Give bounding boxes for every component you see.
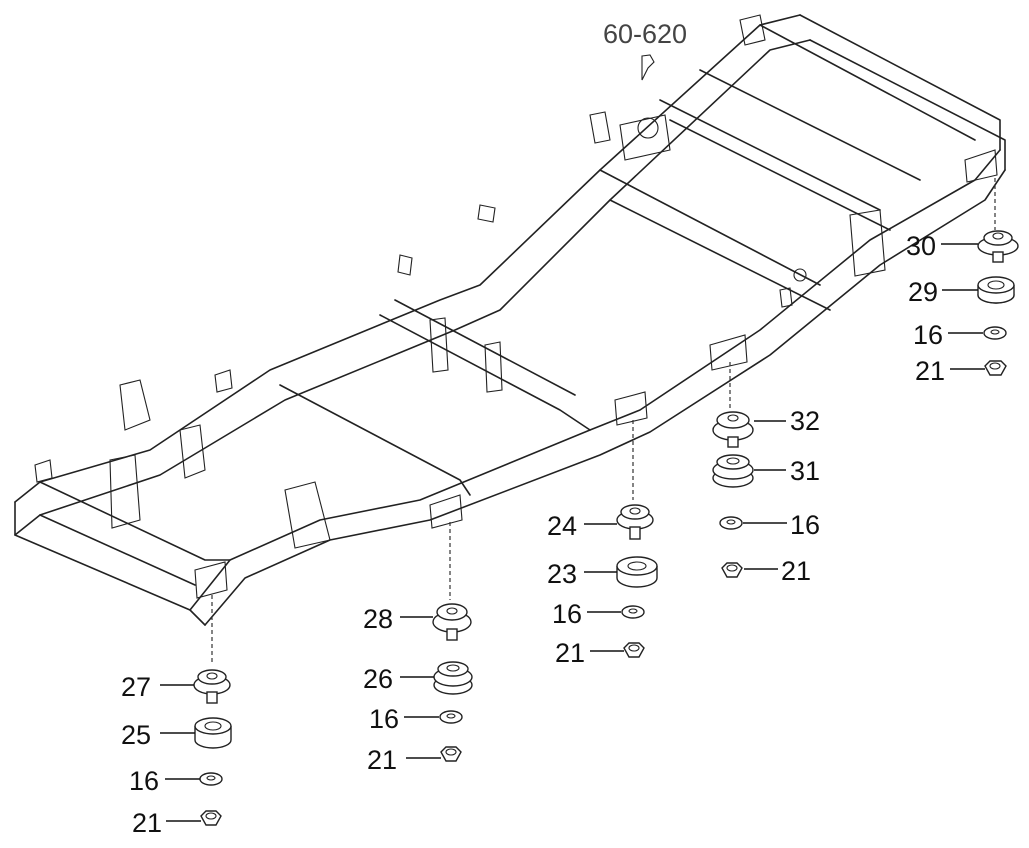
bushing-lower-26 [433, 661, 473, 695]
mount-stack-28: 28 26 16 21 [363, 603, 473, 775]
nut-21-e [200, 810, 222, 826]
callout-21-e: 21 [132, 808, 162, 838]
callout-16-a: 16 [913, 320, 943, 350]
washer-16-b [719, 516, 743, 530]
callout-29: 29 [908, 277, 938, 307]
callout-26: 26 [363, 664, 393, 694]
callout-31: 31 [790, 456, 820, 486]
washer-16-a [983, 326, 1007, 340]
callout-16-d: 16 [369, 704, 399, 734]
callout-16-e: 16 [129, 766, 159, 796]
bushing-upper-28 [432, 603, 472, 641]
callout-28: 28 [363, 604, 393, 634]
callout-21-d: 21 [367, 745, 397, 775]
callout-30: 30 [906, 231, 936, 261]
bushing-upper-32 [712, 411, 754, 448]
callout-23: 23 [547, 559, 577, 589]
washer-16-e [199, 772, 223, 786]
callout-27: 27 [121, 672, 151, 702]
nut-21-b [721, 562, 743, 578]
callout-21-a: 21 [915, 356, 945, 386]
callout-24: 24 [547, 511, 577, 541]
washer-16-c [621, 605, 645, 619]
bushing-upper-27 [193, 669, 231, 704]
mount-stack-27: 27 25 16 21 [121, 669, 232, 838]
bushing-upper-30 [977, 230, 1019, 263]
mount-stack-32: 32 31 16 21 [712, 406, 820, 586]
callout-25: 25 [121, 720, 151, 750]
callout-21-c: 21 [555, 638, 585, 668]
bushing-upper-24 [616, 504, 654, 540]
chassis-frame [14, 14, 1006, 626]
nut-21-d [440, 746, 462, 762]
reference-tag-icon [641, 54, 655, 81]
nut-21-c [623, 642, 645, 658]
mount-stack-24: 24 23 16 21 [547, 504, 658, 668]
bushing-lower-29 [977, 276, 1015, 304]
bushing-lower-25 [194, 717, 232, 749]
callout-32: 32 [790, 406, 820, 436]
callout-16-c: 16 [552, 599, 582, 629]
callout-16-b: 16 [790, 510, 820, 540]
reference-label: 60-620 [603, 19, 687, 49]
callout-21-b: 21 [781, 556, 811, 586]
mount-stack-30: 30 29 16 21 [906, 230, 1019, 386]
bushing-lower-31 [712, 454, 754, 488]
washer-16-d [439, 710, 463, 724]
nut-21-a [984, 360, 1007, 376]
bushing-lower-23 [616, 556, 658, 588]
